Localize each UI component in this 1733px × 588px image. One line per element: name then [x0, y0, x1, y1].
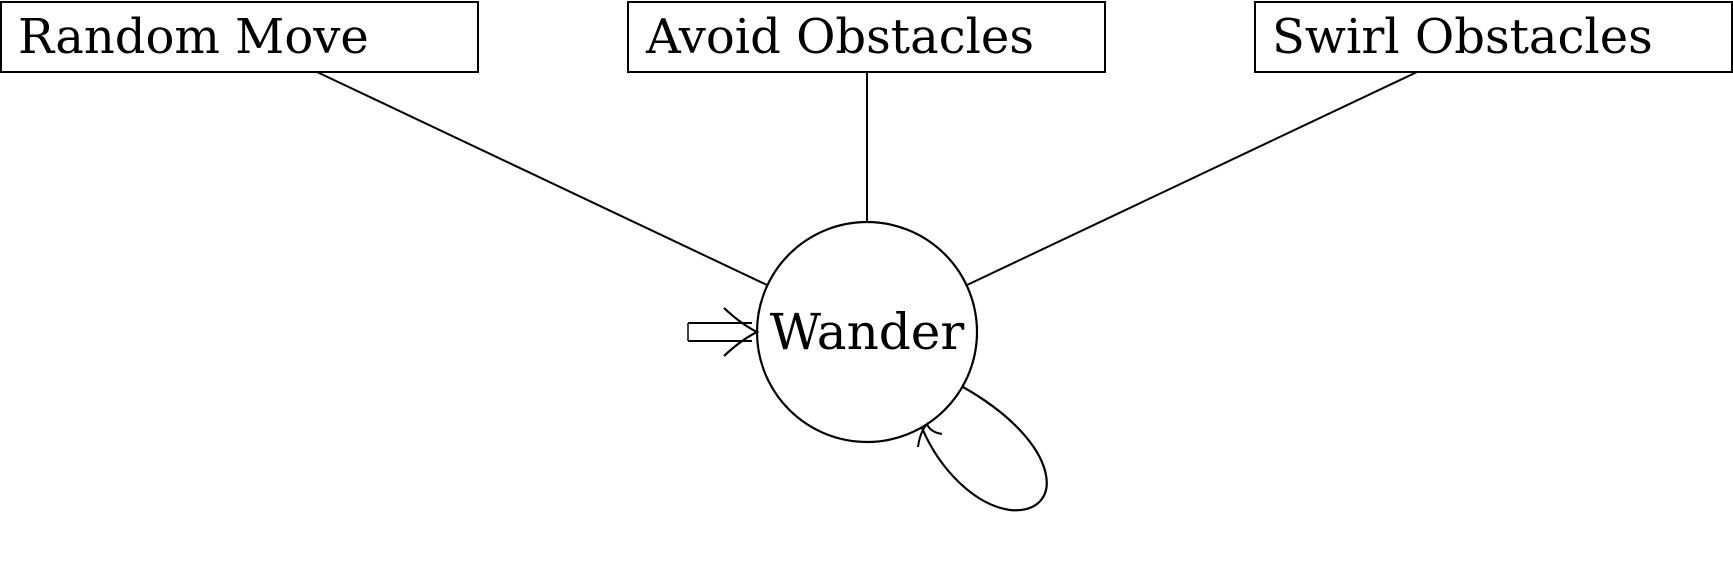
self-loop-transition — [917, 386, 1048, 512]
behavior-label-swirl-obstacles: Swirl Obstacles — [1272, 9, 1653, 65]
behavior-label-avoid-obstacles: Avoid Obstacles — [645, 9, 1034, 65]
initial-state-arrow — [687, 307, 760, 357]
behavior-label-random-move: Random Move — [18, 9, 369, 65]
connector-swirl-obstacles — [966, 71, 1418, 286]
state-node-wander: Wander — [755, 220, 979, 444]
behavior-box-swirl-obstacles: Swirl Obstacles — [1254, 1, 1733, 73]
behavior-box-random-move: Random Move — [0, 1, 479, 73]
state-label-wander: Wander — [770, 303, 965, 361]
behavior-box-avoid-obstacles: Avoid Obstacles — [627, 1, 1106, 73]
connector-random-move — [316, 71, 768, 286]
